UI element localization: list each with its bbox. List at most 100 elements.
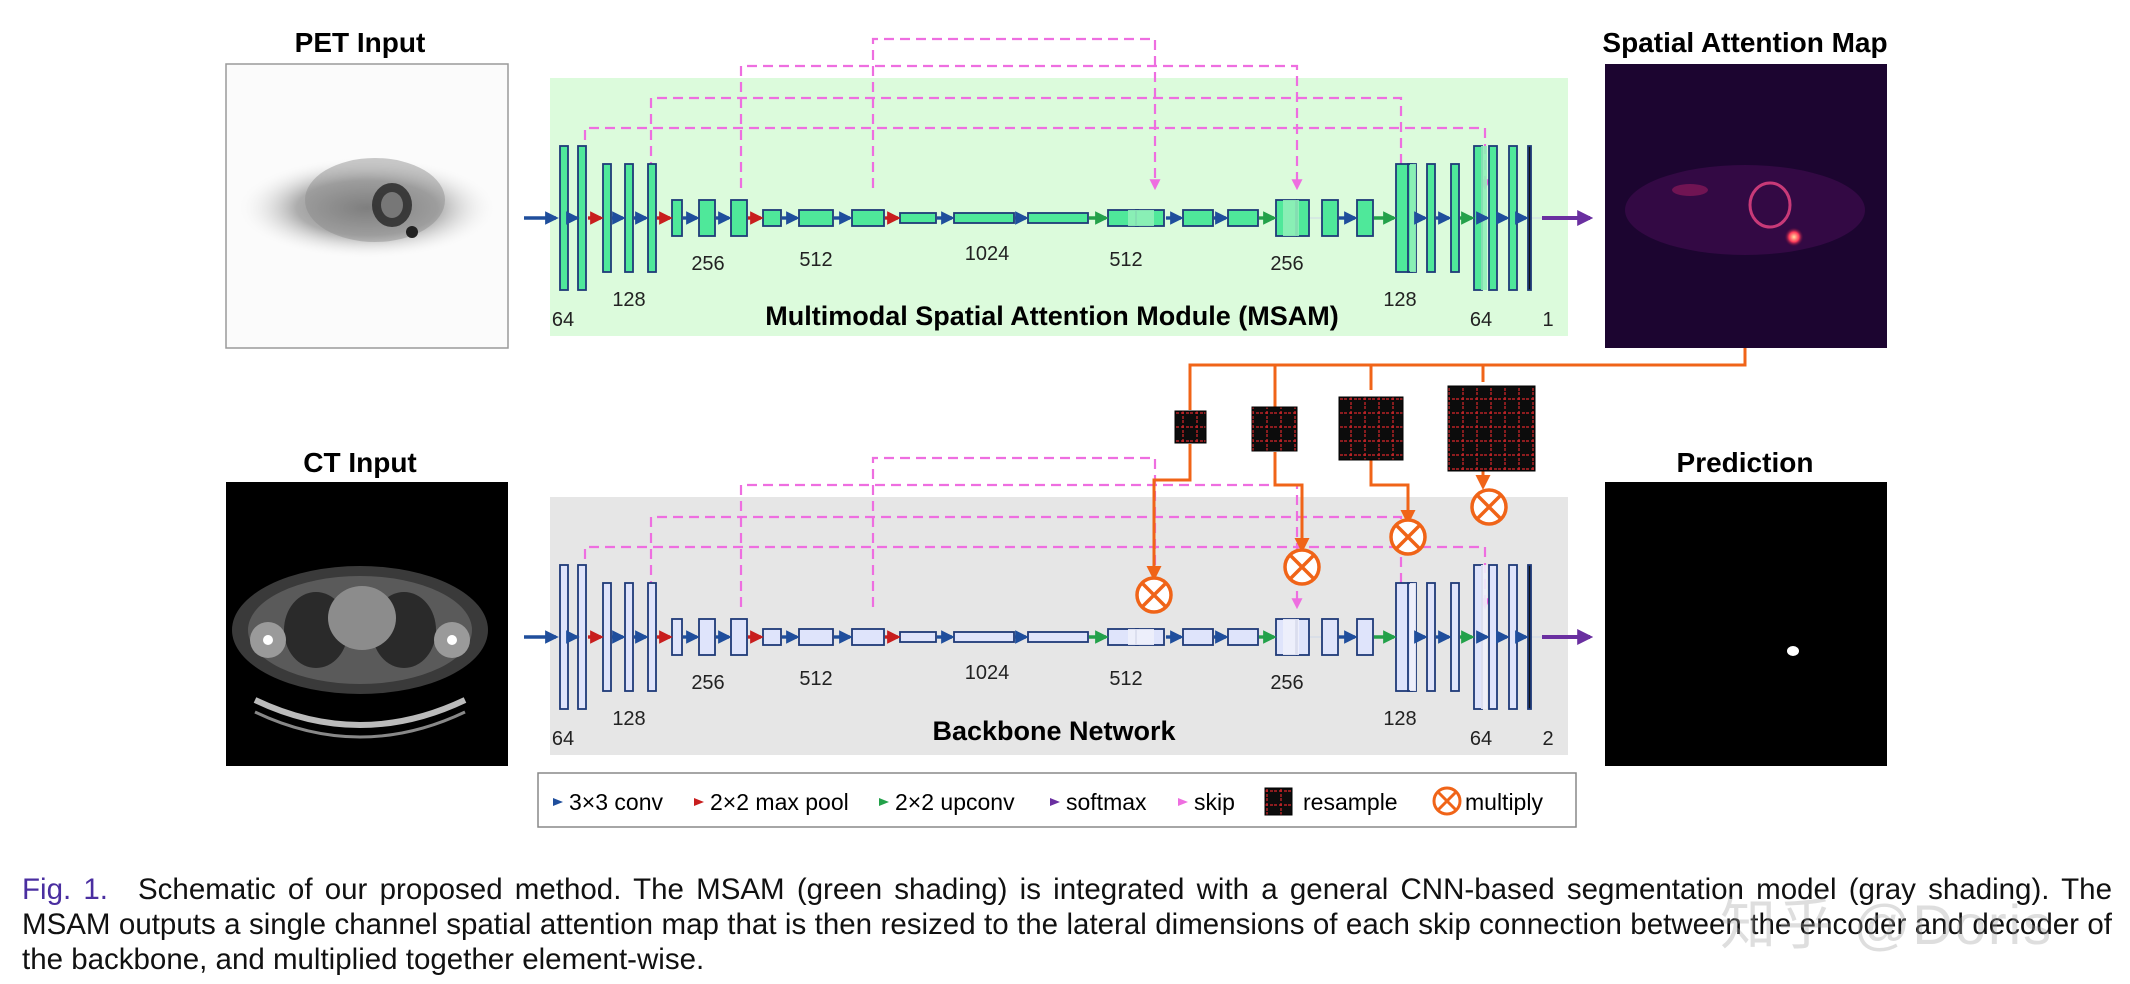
skip-connection (649, 515, 1407, 610)
figure-number: Fig. 1. (22, 873, 108, 906)
feature-map-block (1450, 582, 1460, 692)
legend-resample: resample (1303, 789, 1398, 815)
concat-highlight (1410, 583, 1416, 691)
legend-skip: skip (1194, 789, 1235, 815)
feature-map-block (1321, 199, 1339, 237)
feature-map-block (1356, 199, 1374, 237)
resample-icon (1264, 787, 1293, 816)
feature-map-block (1227, 209, 1259, 227)
ct-image (226, 482, 508, 766)
feature-map-block (1182, 628, 1214, 646)
feature-map-block (602, 163, 612, 273)
feature-map-block (762, 628, 782, 646)
channel-count: 256 (691, 672, 724, 694)
feature-map-block (1182, 209, 1214, 227)
channel-count: 128 (1383, 708, 1416, 730)
concat-highlight (1128, 629, 1154, 645)
concat-highlight (1128, 210, 1154, 226)
skip-connection (871, 37, 1161, 191)
feature-map-block (577, 564, 587, 710)
attention-map-image (1605, 64, 1887, 348)
feature-map-block (1508, 145, 1518, 291)
conv-arrow-icon (553, 798, 563, 806)
channel-count: 128 (1383, 289, 1416, 311)
feature-map-block (730, 618, 748, 656)
upconv-arrow-icon (879, 798, 889, 806)
maxpool-arrow-icon (694, 798, 704, 806)
channel-count: 512 (1109, 249, 1142, 271)
caption-text: Schematic of our proposed method. The MS… (22, 873, 2112, 976)
pet-image (225, 63, 509, 349)
feature-map-block (1488, 145, 1498, 291)
concat-highlight (1283, 200, 1299, 236)
feature-map-block (899, 212, 937, 224)
feature-map-block (1527, 564, 1532, 710)
feature-map-block (1356, 618, 1374, 656)
channel-count: 512 (799, 249, 832, 271)
concat-highlight (1283, 619, 1299, 655)
channel-count: 256 (1270, 672, 1303, 694)
feature-map-block (1027, 631, 1089, 643)
feature-map-block (953, 212, 1015, 224)
resample-block-4 (1447, 385, 1536, 472)
feature-map-block (671, 618, 683, 656)
concat-highlight (1410, 164, 1416, 272)
feature-map-block (577, 145, 587, 291)
skip-connection (739, 64, 1303, 191)
attention-routing (1146, 348, 1747, 581)
legend: 3×3 conv 2×2 max pool 2×2 upconv softmax… (537, 772, 1577, 828)
feature-map-block (851, 209, 885, 227)
feature-map-block (1488, 564, 1498, 710)
channel-count: 512 (799, 668, 832, 690)
feature-map-block (798, 628, 834, 646)
feature-map-block (953, 631, 1015, 643)
feature-map-block (624, 163, 634, 273)
channel-count: 64 (552, 309, 574, 331)
feature-map-block (899, 631, 937, 643)
legend-conv: 3×3 conv (569, 789, 663, 815)
feature-map-block (762, 209, 782, 227)
feature-map-block (624, 582, 634, 692)
channel-count: 64 (552, 728, 574, 750)
feature-map-block (647, 163, 657, 273)
channel-count: 1024 (965, 243, 1010, 265)
output-channels: 1 (1542, 309, 1553, 331)
feature-map-block (1527, 145, 1532, 291)
ct-input-title: CT Input (303, 447, 417, 478)
feature-map-block (698, 199, 716, 237)
channel-count: 512 (1109, 668, 1142, 690)
resample-block-2 (1251, 406, 1298, 452)
feature-map-block (1426, 163, 1436, 273)
output-channels: 2 (1542, 728, 1553, 750)
feature-map-block (1508, 564, 1518, 710)
multiply-icon (1470, 488, 1508, 526)
feature-map-block (1426, 582, 1436, 692)
backbone-label: Backbone Network (932, 716, 1176, 746)
legend-softmax: softmax (1066, 789, 1147, 815)
figure-caption: Fig. 1.Schematic of our proposed method.… (22, 872, 2112, 977)
channel-count: 1024 (965, 662, 1010, 684)
skip-connection (649, 96, 1407, 191)
multiply-icon (1389, 518, 1427, 556)
legend-multiply: multiply (1465, 789, 1543, 815)
feature-map-block (1473, 564, 1483, 710)
feature-map-block (798, 209, 834, 227)
feature-map-block (1473, 145, 1483, 291)
multiply-icon (1283, 548, 1321, 586)
feature-map-block (1450, 163, 1460, 273)
feature-map-block (671, 199, 683, 237)
feature-map-block (851, 628, 885, 646)
pet-input-title: PET Input (295, 27, 426, 58)
prediction-image (1605, 482, 1887, 766)
feature-map-block (730, 199, 748, 237)
channel-count: 128 (612, 289, 645, 311)
resample-block-1 (1174, 410, 1207, 444)
legend-maxpool: 2×2 max pool (710, 789, 849, 815)
multiply-icon (1135, 576, 1173, 614)
feature-map-block (559, 145, 569, 291)
feature-map-block (1321, 618, 1339, 656)
channel-count: 64 (1470, 728, 1492, 750)
feature-map-block (698, 618, 716, 656)
feature-map-block (647, 582, 657, 692)
